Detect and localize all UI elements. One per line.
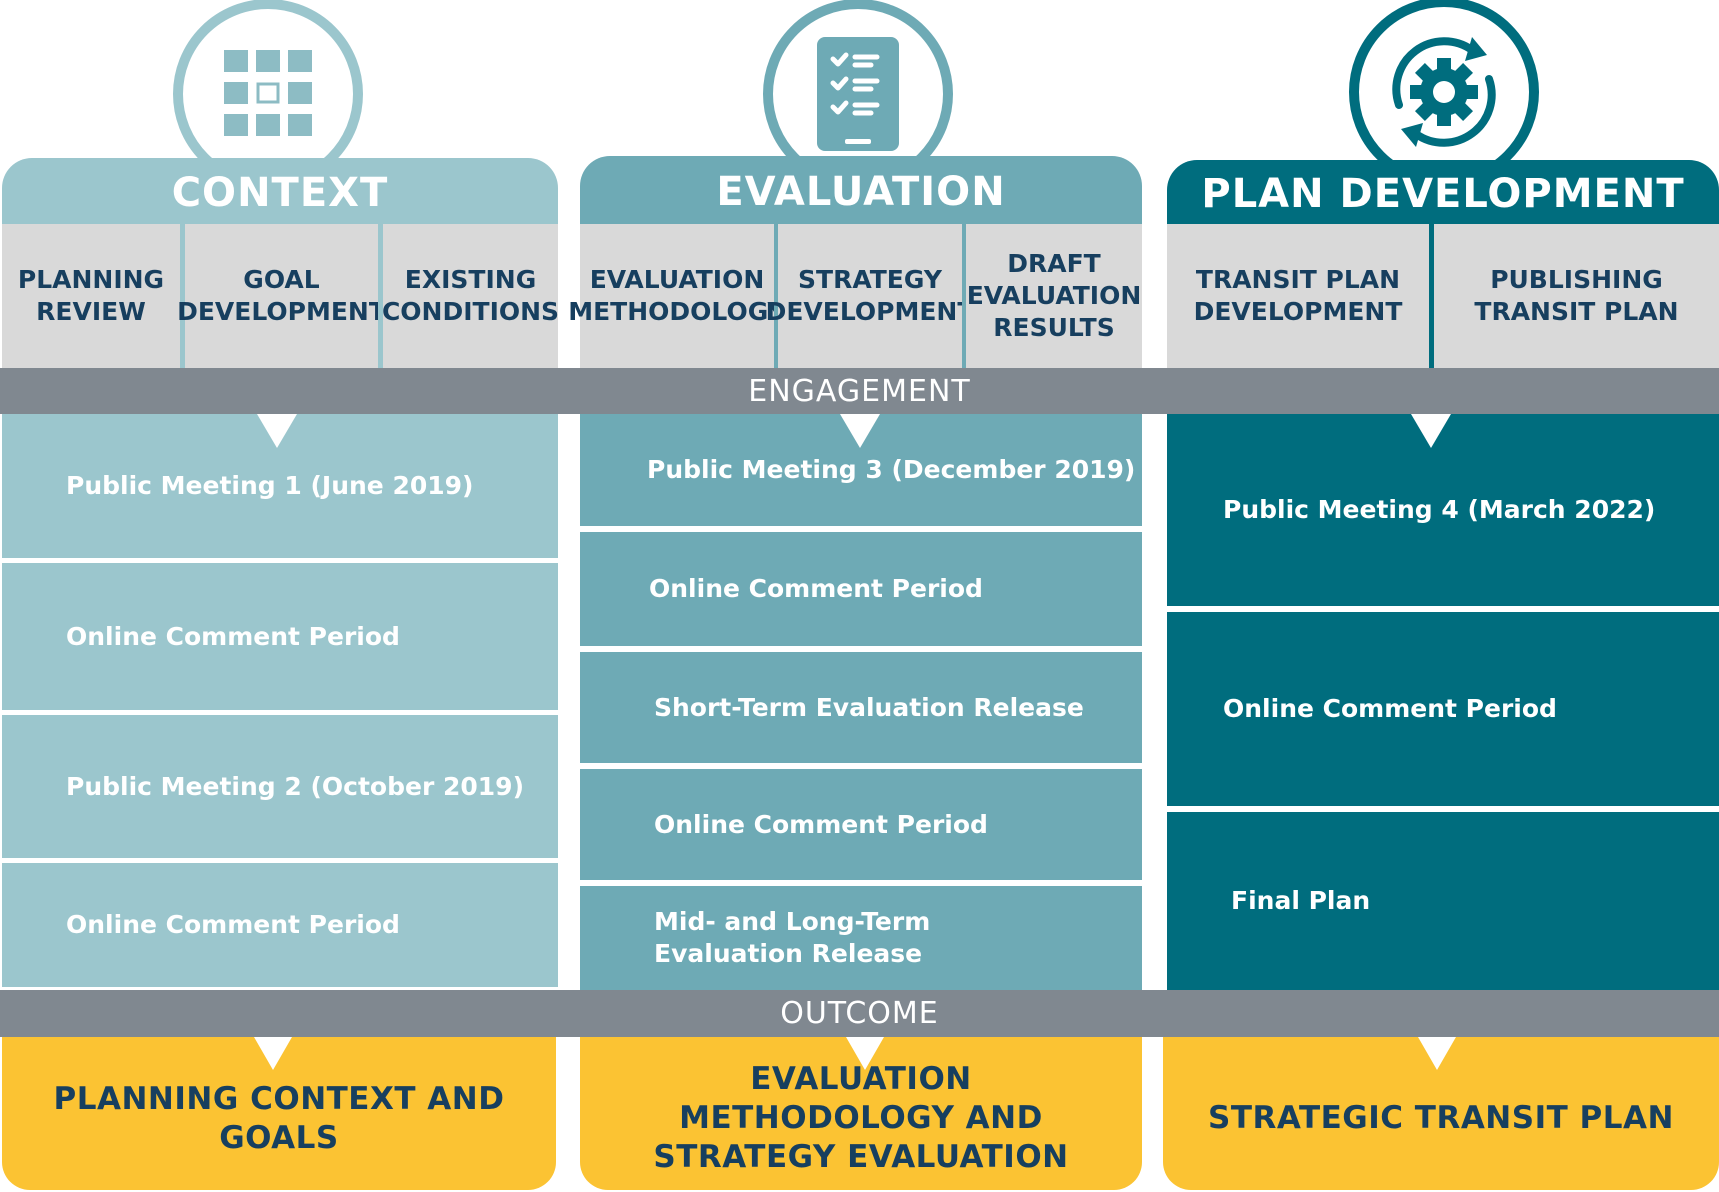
plan-icon-circle xyxy=(1349,0,1539,187)
context-icon-circle xyxy=(173,0,363,189)
subphase-transit-plan-development: TRANSIT PLAN DEVELOPMENT xyxy=(1167,224,1429,368)
subphase-publishing-transit-plan: PUBLISHING TRANSIT PLAN xyxy=(1434,224,1719,368)
engagement-bar: ENGAGEMENT xyxy=(0,368,1719,414)
gear-cycle-icon xyxy=(1392,37,1496,147)
subphase-strategy-development: STRATEGY DEVELOPMENT xyxy=(766,224,974,368)
engagement-tile: Online Comment Period xyxy=(580,532,1142,646)
down-arrow-icon xyxy=(257,414,297,448)
down-arrow-icon xyxy=(1411,414,1451,448)
engagement-tile: Online Comment Period xyxy=(2,863,558,987)
subphase-divider xyxy=(378,224,383,368)
engagement-tile: Online Comment Period xyxy=(2,563,558,710)
down-arrow-icon xyxy=(254,1037,292,1070)
subphase-goal-development: GOAL DEVELOPMENT xyxy=(177,224,386,368)
phase-header-plan-development: PLAN DEVELOPMENT xyxy=(1167,160,1719,224)
subphase-planning-review: PLANNING REVIEW xyxy=(2,224,180,368)
checklist-tablet-icon xyxy=(817,37,899,151)
phase-header-context: CONTEXT xyxy=(2,158,558,224)
subphase-divider xyxy=(774,224,778,368)
outcome-strategic-transit-plan: STRATEGIC TRANSIT PLAN xyxy=(1163,1037,1719,1190)
subphase-divider xyxy=(962,224,966,368)
engagement-tile: Final Plan xyxy=(1167,812,1719,990)
down-arrow-icon xyxy=(1418,1037,1456,1070)
subphase-existing-conditions: EXISTING CONDITIONS xyxy=(382,224,559,368)
phase-header-evaluation: EVALUATION xyxy=(580,156,1142,224)
engagement-tile: Mid- and Long-Term Evaluation Release xyxy=(580,886,1142,990)
engagement-tile: Online Comment Period xyxy=(580,769,1142,880)
outcome-bar: OUTCOME xyxy=(0,990,1719,1037)
outcome-planning-context: PLANNING CONTEXT AND GOALS xyxy=(2,1037,556,1190)
engagement-tile: Public Meeting 2 (October 2019) xyxy=(2,715,558,858)
engagement-tile: Public Meeting 3 (December 2019) xyxy=(580,414,1142,526)
grid-icon xyxy=(224,50,312,136)
subphase-divider xyxy=(1429,224,1434,368)
subphase-draft-evaluation-results: DRAFT EVALUATION RESULTS xyxy=(966,224,1142,368)
subphase-divider xyxy=(180,224,185,368)
engagement-tile: Online Comment Period xyxy=(1167,612,1719,806)
engagement-tile: Short-Term Evaluation Release xyxy=(580,652,1142,763)
down-arrow-icon xyxy=(846,1037,884,1070)
subphase-evaluation-methodology: EVALUATION METHODOLOGY xyxy=(568,224,786,368)
down-arrow-icon xyxy=(840,414,880,448)
